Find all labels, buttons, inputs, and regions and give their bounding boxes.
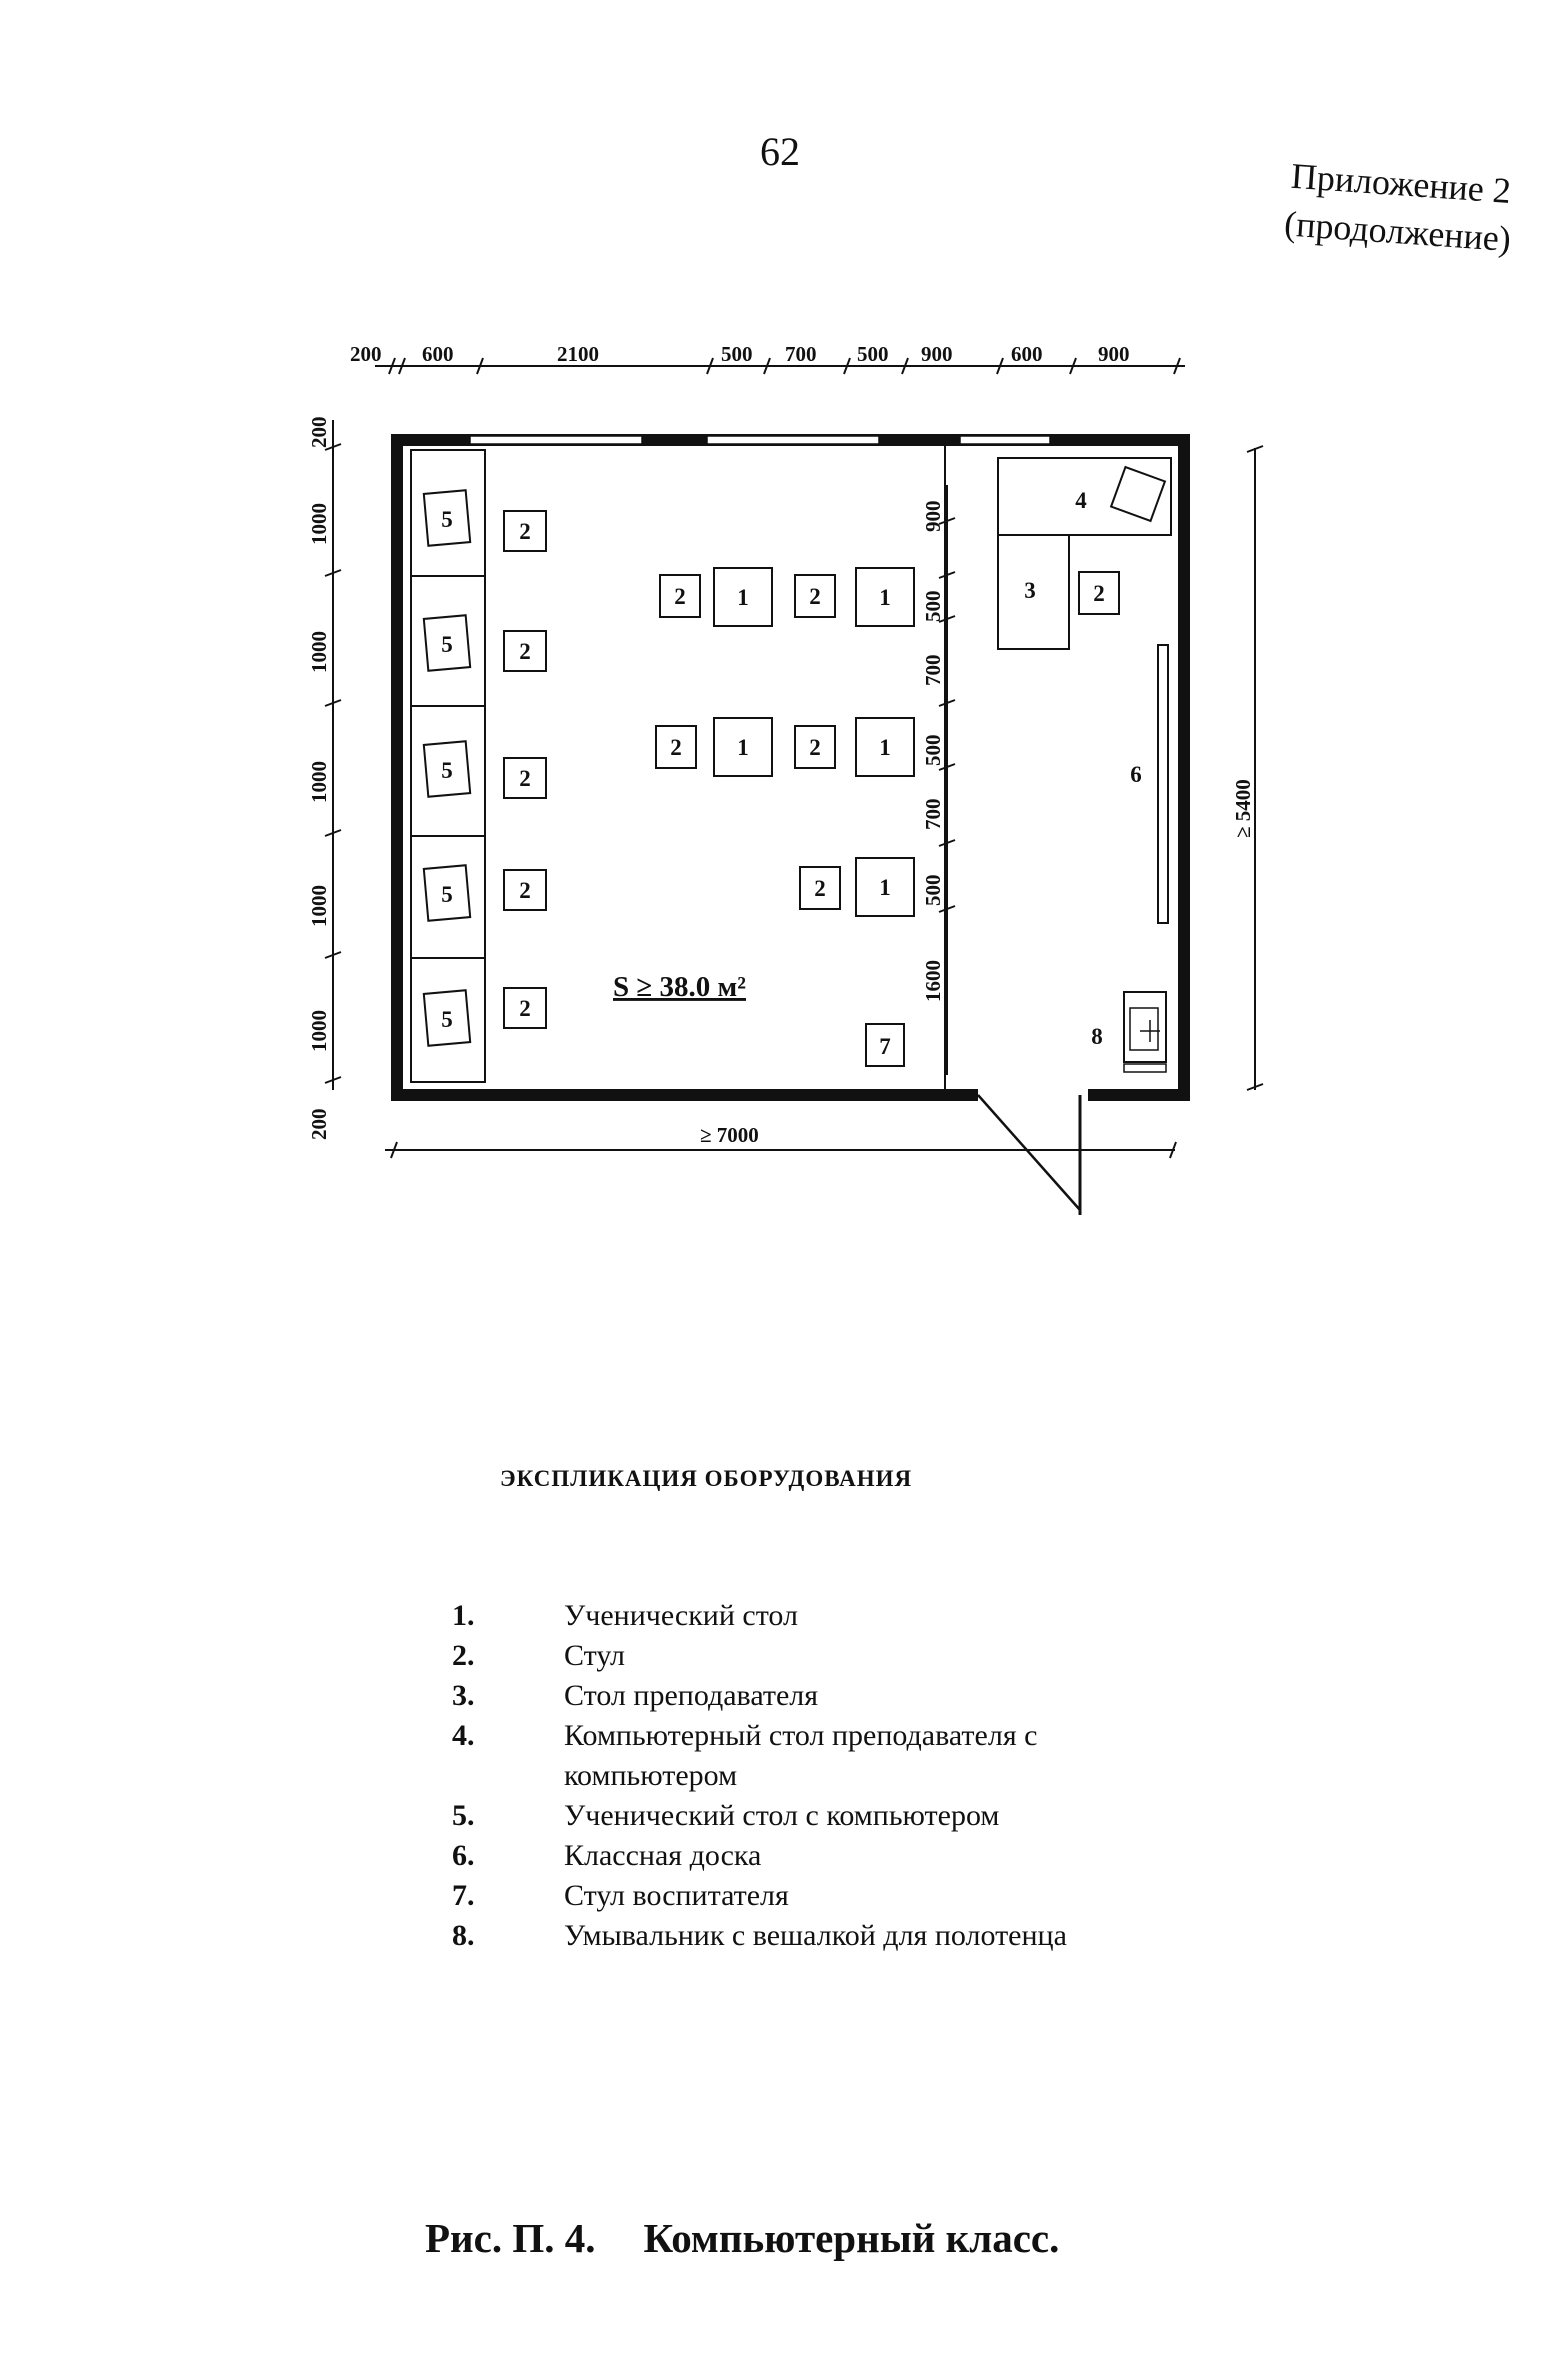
dim-inner-4: 500 (921, 735, 945, 767)
dim-left-2: 1000 (307, 503, 331, 545)
explication-list: 1. Ученический стол 2. Стул 3. Стол препода… (452, 1596, 1164, 1956)
dim-top-2: 600 (422, 342, 454, 366)
area-label: S ≥ 38.0 м² (613, 971, 746, 1003)
figure-label: Рис. П. 4. (425, 2215, 596, 2261)
mark-2: 2 (519, 996, 531, 1021)
mark-2: 2 (519, 766, 531, 791)
item-text: Стул (564, 1639, 625, 1672)
mark-1: 1 (879, 585, 891, 610)
dimension-lines (332, 365, 1256, 1151)
mark-2: 2 (814, 876, 826, 901)
partitions (410, 446, 946, 1089)
item-text: Ученический стол (564, 1599, 799, 1632)
window (469, 435, 643, 445)
list-item: 2. Стул (452, 1636, 1164, 1676)
item-text: Классная доска (564, 1839, 762, 1872)
dim-inner-7: 1600 (921, 960, 945, 1002)
mark-2: 2 (809, 584, 821, 609)
overall-width-label: ≥ 7000 (700, 1123, 759, 1147)
item-text: Компьютерный стол преподавателя с компью… (564, 1719, 1038, 1792)
overall-depth-label: ≥ 5400 (1231, 779, 1255, 838)
item-number: 6. (452, 1839, 475, 1872)
mark-2: 2 (674, 584, 686, 609)
item-number: 8. (452, 1919, 475, 1952)
left-dimension-labels: 200 1000 1000 1000 1000 1000 200 (307, 417, 331, 1141)
item-text: Стул воспитателя (564, 1879, 789, 1912)
explication-title: ЭКСПЛИКАЦИЯ ОБОРУДОВАНИЯ (500, 1466, 913, 1491)
room-walls (391, 434, 1190, 1215)
dim-left-4: 1000 (307, 761, 331, 803)
item-number: 5. (452, 1799, 475, 1832)
mark-2: 2 (519, 639, 531, 664)
dim-left-3: 1000 (307, 631, 331, 673)
figure-caption: Рис. П. 4. Компьютерный класс. (425, 2214, 1059, 2262)
item-number: 1. (452, 1599, 475, 1632)
mark-2: 2 (1093, 581, 1105, 606)
mark-5: 5 (441, 507, 453, 532)
mark-4: 4 (1075, 488, 1087, 513)
dim-top-5: 700 (785, 342, 817, 366)
mark-2: 2 (519, 519, 531, 544)
dim-inner-6: 500 (921, 875, 945, 907)
window (706, 435, 880, 445)
dim-left-1: 200 (307, 417, 331, 449)
figure-title: Компьютерный класс. (643, 2215, 1060, 2261)
equipment-marks: 5 5 5 5 5 2 2 2 2 2 2 1 2 1 2 1 2 1 2 1 … (441, 488, 1142, 1059)
door-swing (977, 1094, 1081, 1211)
mark-5: 5 (441, 882, 453, 907)
dim-top-9: 900 (1098, 342, 1130, 366)
mark-7: 7 (879, 1034, 891, 1059)
item-number: 2. (452, 1639, 475, 1672)
mark-5: 5 (441, 758, 453, 783)
mark-1: 1 (737, 735, 749, 760)
dim-top-3: 2100 (557, 342, 599, 366)
dim-left-5: 1000 (307, 885, 331, 927)
dim-inner-2: 500 (921, 591, 945, 623)
list-item: 7. Стул воспитателя (452, 1876, 1164, 1916)
dim-top-4: 500 (721, 342, 753, 366)
dim-left-6: 1000 (307, 1010, 331, 1052)
mark-8: 8 (1091, 1024, 1103, 1049)
floor-plan: 200 600 2100 500 700 500 900 600 900 200… (307, 342, 1264, 1215)
item-number: 4. (452, 1719, 475, 1752)
mark-1: 1 (879, 735, 891, 760)
inner-dimension-labels: 900 500 700 500 700 500 1600 (921, 501, 945, 1003)
item-text: Умывальник с вешалкой для полотенца (564, 1919, 1067, 1952)
list-item: 4. Компьютерный стол преподавателя с комп… (452, 1716, 1164, 1796)
mark-3: 3 (1024, 578, 1036, 603)
mark-6: 6 (1130, 762, 1142, 787)
item-text: Ученический стол с компьютером (564, 1799, 1000, 1832)
dim-inner-3: 700 (921, 655, 945, 687)
mark-1: 1 (737, 585, 749, 610)
list-item: 1. Ученический стол (452, 1596, 1164, 1636)
page-number: 62 (760, 129, 800, 174)
dim-top-7: 900 (921, 342, 953, 366)
top-dimension-labels: 200 600 2100 500 700 500 900 600 900 (350, 342, 1130, 366)
dim-inner-1: 900 (921, 501, 945, 533)
dimension-ticks (324, 357, 1264, 1159)
mark-1: 1 (879, 875, 891, 900)
list-item: 6. Классная доска (452, 1836, 1164, 1876)
item-text: Стол преподавателя (564, 1679, 819, 1712)
item-number: 3. (452, 1679, 475, 1712)
mark-5: 5 (441, 632, 453, 657)
list-item: 3. Стол преподавателя (452, 1676, 1164, 1716)
list-item: 5. Ученический стол с компьютером (452, 1796, 1164, 1836)
dim-top-8: 600 (1011, 342, 1043, 366)
list-item: 8. Умывальник с вешалкой для полотенца (452, 1916, 1164, 1956)
furniture (422, 457, 1172, 1073)
mark-2: 2 (670, 735, 682, 760)
item-number: 7. (452, 1879, 475, 1912)
dim-top-1: 200 (350, 342, 382, 366)
mark-2: 2 (519, 878, 531, 903)
window (959, 435, 1051, 445)
mark-5: 5 (441, 1007, 453, 1032)
dim-top-6: 500 (857, 342, 889, 366)
dim-left-7: 200 (307, 1109, 331, 1141)
dim-inner-5: 700 (921, 799, 945, 831)
mark-2: 2 (809, 735, 821, 760)
